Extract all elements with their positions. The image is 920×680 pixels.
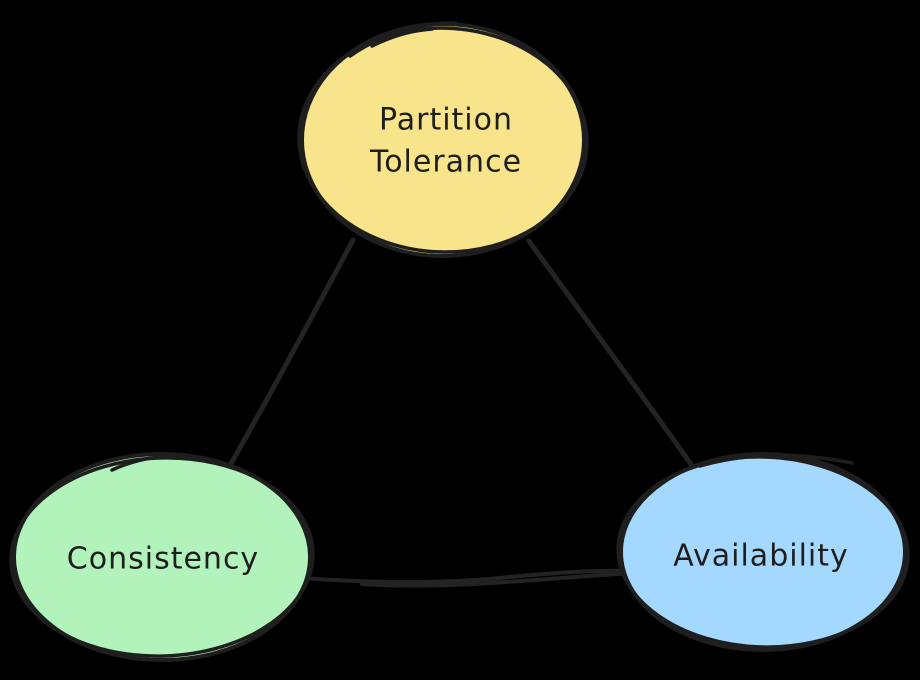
edge-partition-tolerance-consistency[interactable] bbox=[226, 237, 356, 470]
availability-overshoot-stroke bbox=[698, 453, 854, 468]
node-partition-tolerance[interactable]: Partition Tolerance bbox=[295, 21, 591, 258]
partition-tolerance-rough-stroke bbox=[297, 26, 589, 254]
node-consistency[interactable]: Consistency bbox=[8, 452, 317, 662]
partition-tolerance-overshoot-stroke-2 bbox=[370, 27, 434, 48]
edge-consistency-availability[interactable] bbox=[300, 568, 632, 584]
edges-layer bbox=[226, 237, 698, 588]
node-availability[interactable]: Availability bbox=[615, 452, 911, 652]
partition-tolerance-label-line2: Tolerance bbox=[369, 145, 522, 180]
consistency-label: Consistency bbox=[67, 542, 259, 577]
edge-consistency-availability-overdraw bbox=[360, 571, 635, 588]
consistency-overshoot-stroke bbox=[110, 454, 218, 472]
partition-tolerance-overshoot-stroke bbox=[348, 21, 458, 58]
partition-tolerance-label-line1: Partition bbox=[379, 103, 513, 138]
consistency-ellipse[interactable] bbox=[12, 452, 312, 662]
availability-label: Availability bbox=[673, 539, 849, 574]
edge-partition-tolerance-availability[interactable] bbox=[526, 238, 698, 473]
